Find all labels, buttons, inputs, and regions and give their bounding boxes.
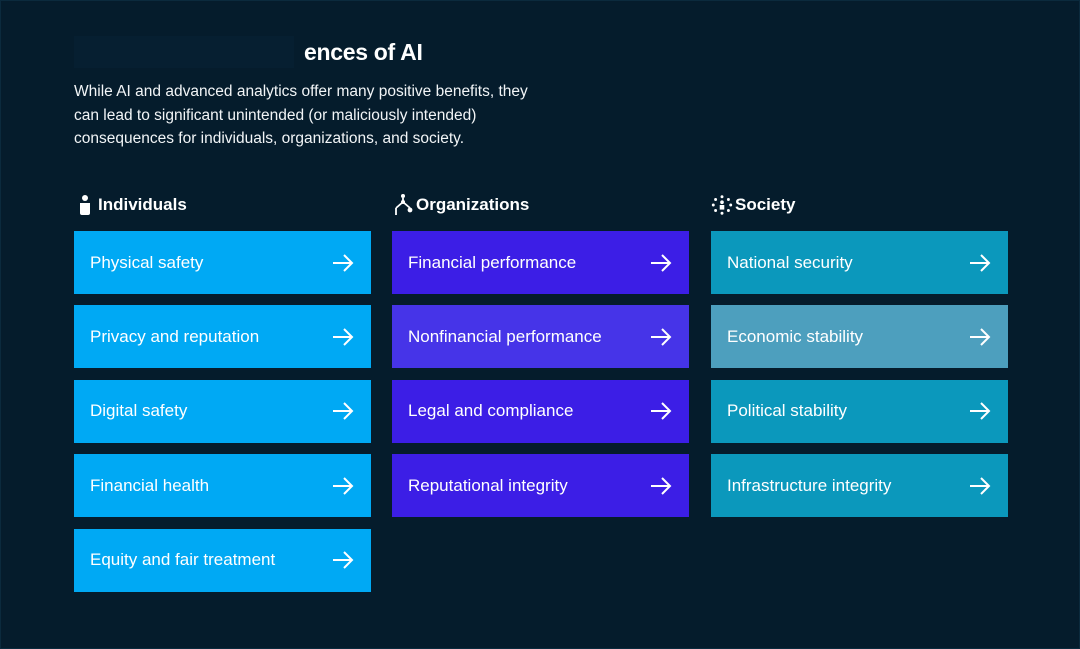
tile-label: National security [727, 252, 853, 272]
tile-reputational-integrity[interactable]: Reputational integrity [392, 454, 689, 518]
page-title: ences of AI [304, 38, 423, 65]
arrow-right-icon [970, 328, 991, 346]
arrow-right-icon [970, 476, 991, 495]
column-organizations: Organizations Financial performance Nonf… [392, 190, 689, 529]
tile-nonfinancial-performance[interactable]: Nonfinancial performance [392, 305, 689, 369]
arrow-right-icon [651, 476, 672, 495]
arrow-right-icon [333, 476, 354, 495]
tile-infrastructure-integrity[interactable]: Infrastructure integrity [711, 454, 1008, 518]
person-icon [74, 193, 96, 217]
column-individuals: Individuals Physical safety Privacy and … [74, 190, 371, 603]
tile-national-security[interactable]: National security [711, 231, 1008, 294]
tile-economic-stability[interactable]: Economic stability [711, 305, 1008, 369]
tile-equity-and-fair-treatment[interactable]: Equity and fair treatment [74, 528, 371, 592]
column-header-individuals: Individuals [74, 190, 371, 220]
arrow-right-icon [651, 328, 672, 346]
tile-label: Physical safety [90, 252, 204, 272]
tile-political-stability[interactable]: Political stability [711, 379, 1008, 443]
tile-label: Legal and compliance [408, 401, 574, 421]
network-icon [392, 193, 414, 217]
title-row: ences of AI [74, 34, 423, 70]
arrow-right-icon [651, 253, 672, 272]
tile-digital-safety[interactable]: Digital safety [74, 379, 371, 443]
tile-privacy-and-reputation[interactable]: Privacy and reputation [74, 305, 371, 369]
column-heading: Organizations [416, 195, 530, 214]
tile-physical-safety[interactable]: Physical safety [74, 231, 371, 294]
column-society: Society National security Economic stabi… [711, 190, 1008, 529]
arrow-right-icon [651, 402, 672, 420]
tile-label: Digital safety [90, 401, 188, 421]
tile-label: Nonfinancial performance [408, 326, 602, 346]
arrow-right-icon [970, 402, 991, 420]
tile-label: Financial health [90, 475, 210, 495]
intro-text: While AI and advanced analytics offer ma… [74, 83, 528, 147]
tile-label: Privacy and reputation [90, 326, 260, 346]
column-heading: Society [735, 195, 796, 214]
arrow-right-icon [333, 402, 354, 420]
tile-label: Financial performance [408, 252, 577, 272]
title-occlusion [74, 36, 294, 68]
arrow-right-icon [333, 551, 354, 569]
tile-financial-performance[interactable]: Financial performance [392, 231, 689, 294]
column-header-organizations: Organizations [392, 190, 689, 220]
arrow-right-icon [970, 253, 991, 272]
column-heading: Individuals [98, 195, 187, 214]
tile-legal-and-compliance[interactable]: Legal and compliance [392, 379, 689, 443]
column-header-society: Society [711, 190, 1008, 220]
community-icon [711, 193, 733, 217]
tile-label: Reputational integrity [408, 475, 568, 495]
tile-label: Equity and fair treatment [90, 550, 276, 570]
tile-label: Infrastructure integrity [727, 475, 892, 495]
tile-label: Economic stability [727, 326, 864, 346]
tile-financial-health[interactable]: Financial health [74, 454, 371, 518]
tile-label: Political stability [727, 401, 847, 421]
arrow-right-icon [333, 253, 354, 272]
arrow-right-icon [333, 328, 354, 346]
